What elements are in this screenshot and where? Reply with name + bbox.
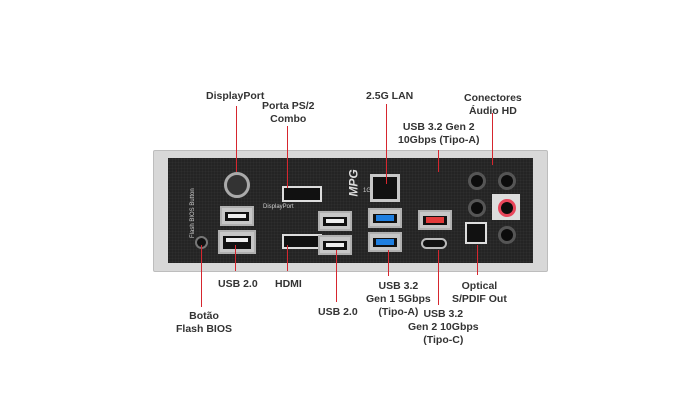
usb20-port-mid-1[interactable] xyxy=(318,211,352,231)
usb32-gen2-typea-port[interactable] xyxy=(418,210,452,230)
label-lan: 2.5G LAN xyxy=(366,90,414,102)
label-usb20-left: USB 2.0 xyxy=(218,278,258,290)
leader-line xyxy=(492,113,493,165)
label-audio-l2: Áudio HD xyxy=(468,105,517,117)
optical-spdif-port[interactable] xyxy=(465,222,487,244)
leader-line xyxy=(477,245,478,275)
lan-port[interactable] xyxy=(370,174,400,202)
usb32-gen1-port-1[interactable] xyxy=(368,208,402,228)
audio-line-in-jack[interactable] xyxy=(498,172,516,190)
label-optical-l1: Optical xyxy=(461,280,498,292)
label-flash-l2: Flash BIOS xyxy=(176,323,233,335)
leader-line xyxy=(336,250,337,302)
displayport-port[interactable] xyxy=(282,186,322,202)
usb32-gen1-port-2[interactable] xyxy=(368,232,402,252)
leader-line xyxy=(287,126,288,188)
io-panel: Flash BIOS Button DisplayPort MPG 1G xyxy=(168,158,533,263)
label-usbc-l2: Gen 2 10Gbps xyxy=(408,321,479,333)
audio-rs-out-jack[interactable] xyxy=(468,199,486,217)
leader-line xyxy=(388,250,389,276)
audio-line-out-jack[interactable] xyxy=(498,199,516,217)
leader-line xyxy=(386,104,387,184)
label-hdmi: HDMI xyxy=(275,278,302,290)
leader-line xyxy=(201,245,202,307)
label-optical-l2: S/PDIF Out xyxy=(452,293,507,305)
displayport-print: DisplayPort xyxy=(263,204,294,210)
leader-line xyxy=(438,250,439,305)
label-displayport: DisplayPort xyxy=(206,90,265,102)
leader-line xyxy=(438,150,439,172)
brand-logo: MPG xyxy=(346,169,361,197)
lan-print: 1G xyxy=(363,188,372,194)
hdmi-port[interactable] xyxy=(282,234,322,249)
label-usb20-mid: USB 2.0 xyxy=(318,306,358,318)
flash-bios-print: Flash BIOS Button xyxy=(190,188,196,238)
leader-line xyxy=(287,245,288,271)
label-usbc-l1: USB 3.2 xyxy=(423,308,464,320)
usb20-port-left-1[interactable] xyxy=(220,206,254,226)
label-audio-l1: Conectores xyxy=(464,92,522,104)
label-flash-l1: Botão xyxy=(189,310,219,322)
audio-cs-out-jack[interactable] xyxy=(468,172,486,190)
usb20-port-left-2[interactable] xyxy=(218,230,256,254)
label-ps2-l2: Combo xyxy=(270,113,307,125)
audio-mic-in-jack[interactable] xyxy=(498,226,516,244)
label-usb32g2a-l1: USB 3.2 Gen 2 xyxy=(402,121,475,133)
leader-line xyxy=(236,106,237,172)
leader-line xyxy=(235,245,236,271)
label-usb32g1-l1: USB 3.2 xyxy=(378,280,419,292)
ps2-port[interactable] xyxy=(224,172,250,198)
usb32-gen2-typec-port[interactable] xyxy=(421,238,447,249)
label-usb32g1-l2: Gen 1 5Gbps xyxy=(366,293,431,305)
label-usb32g2a-l2: 10Gbps (Tipo-A) xyxy=(398,134,480,146)
usb20-port-mid-2[interactable] xyxy=(318,235,352,255)
label-ps2-l1: Porta PS/2 xyxy=(262,100,315,112)
label-usb32g1-l3: (Tipo-A) xyxy=(378,306,419,318)
label-usbc-l3: (Tipo-C) xyxy=(423,334,464,346)
